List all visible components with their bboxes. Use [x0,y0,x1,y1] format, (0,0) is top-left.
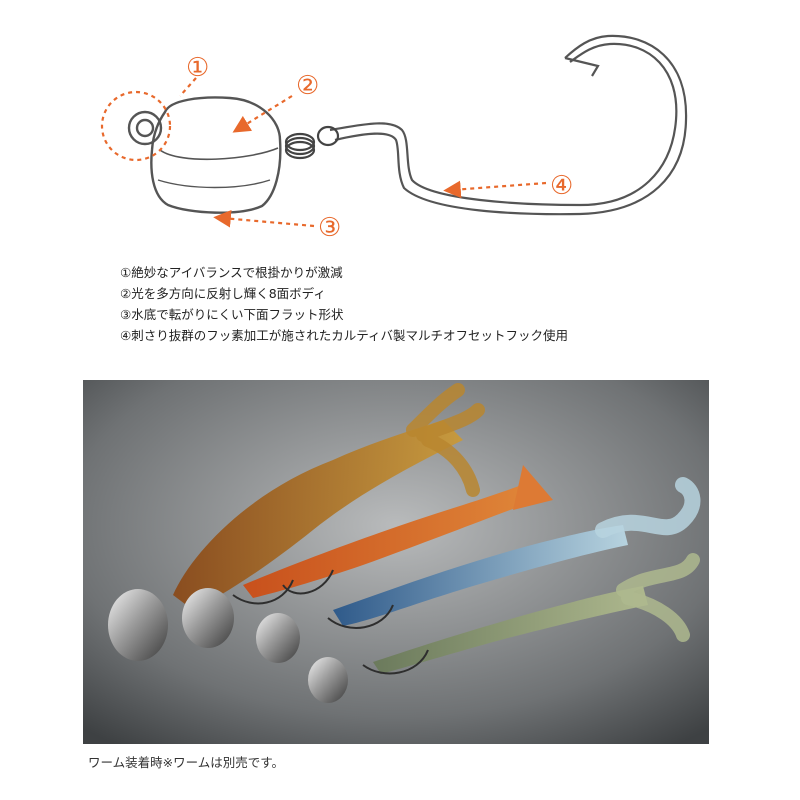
feature-item-4: ④刺さり抜群のフッ素加工が施されたカルティバ製マルチオフセットフック使用 [120,328,568,343]
callout-1-label: ① [186,53,209,83]
jig-head-diagram: ① ② ③ ④ [100,34,688,243]
product-photo [83,380,709,744]
callout-3: ③ [213,209,341,243]
feature-item-2: ②光を多方向に反射し輝く8面ボディ [120,286,326,301]
feature-item-3: ③水底で転がりにくい下面フラット形状 [120,307,344,322]
hook-outline [329,34,688,216]
callout-4: ④ [443,171,573,201]
callout-1-dashed-circle [100,90,172,162]
hooks [232,569,429,675]
jig-head-3 [256,613,300,663]
worm-blue [333,477,701,626]
callout-2-label: ② [296,71,319,101]
head-body-outline [127,96,282,214]
callout-4-label: ④ [550,171,573,201]
callout-3-label: ③ [318,213,341,243]
worm-green [373,553,700,674]
jig-head-4 [308,657,348,703]
feature-list: ①絶妙なアイバランスで根掛かりが激減 ②光を多方向に反射し輝く8面ボディ ③水底… [120,262,568,346]
worm-orange [243,465,553,598]
jig-head-1 [108,589,168,661]
callout-3-arrow [213,209,315,228]
split-ring [284,125,340,160]
callout-4-arrow [443,180,547,199]
feature-item-1: ①絶妙なアイバランスで根掛かりが激減 [120,265,343,280]
worm-brown [173,383,485,610]
photo-caption: ワーム装着時※ワームは別売です。 [88,755,284,770]
callout-2: ② [232,71,319,133]
jig-heads [108,588,348,703]
callout-1: ① [100,53,209,162]
callout-2-arrow [232,95,293,133]
jig-head-2 [182,588,234,648]
product-photo-illustration [83,380,709,744]
